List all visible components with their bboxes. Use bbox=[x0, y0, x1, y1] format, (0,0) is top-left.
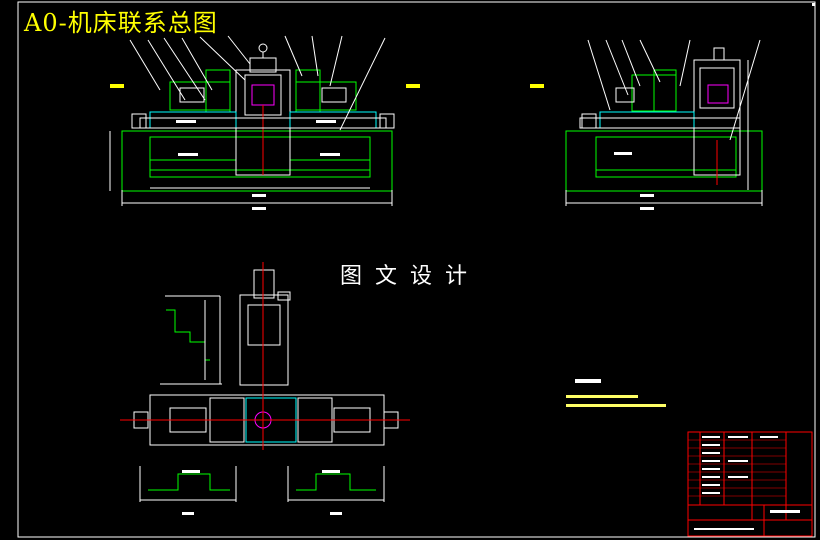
drawing-title: A0-机床联系总图 bbox=[24, 9, 218, 37]
plan-view bbox=[120, 262, 410, 502]
plan-view-callouts bbox=[182, 470, 342, 515]
watermark-text: 图文设计 bbox=[340, 264, 481, 289]
drawing-frame bbox=[17, 1, 816, 538]
front-view-callouts bbox=[110, 84, 420, 210]
title-block bbox=[687, 431, 813, 537]
tech-notes bbox=[566, 379, 666, 407]
title-block-text bbox=[694, 436, 800, 530]
side-view bbox=[565, 39, 763, 206]
corner-mark bbox=[812, 3, 815, 6]
title-block-rows bbox=[688, 439, 786, 497]
side-view-callouts bbox=[530, 84, 654, 210]
front-view bbox=[109, 35, 395, 206]
